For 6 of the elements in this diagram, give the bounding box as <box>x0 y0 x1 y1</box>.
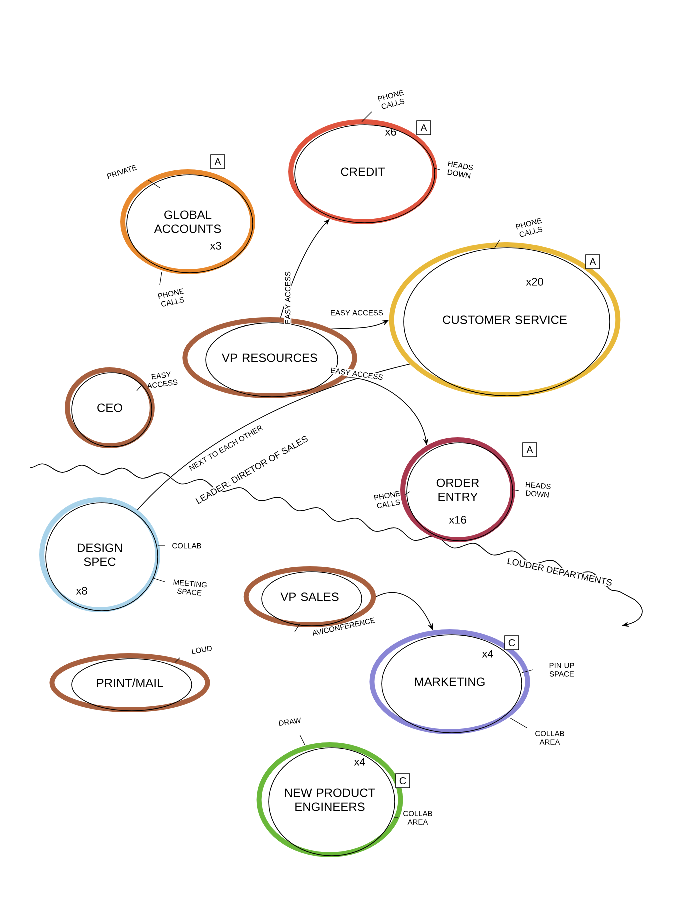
zone-letter: A <box>416 120 432 136</box>
zone-letter: C <box>396 774 410 788</box>
zone-letter: A <box>210 154 226 170</box>
zone-letter: A <box>586 254 600 270</box>
zone-letter: C <box>504 636 520 650</box>
zone-letter: A <box>522 442 538 458</box>
